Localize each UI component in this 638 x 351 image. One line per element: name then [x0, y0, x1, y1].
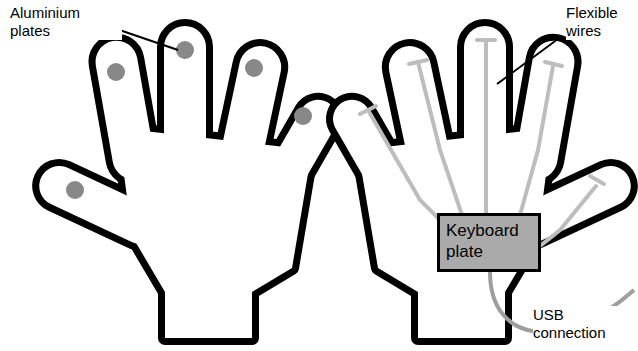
left-hand	[33, 26, 344, 338]
part-label: Aluminium plates	[10, 4, 122, 40]
flexible-wire	[360, 40, 604, 262]
part-label: USB connection	[533, 306, 633, 342]
right-hand	[326, 26, 637, 338]
leader-line	[497, 36, 562, 84]
node-text: Keyboard plate	[446, 220, 532, 262]
part-label: Flexible wires	[566, 4, 634, 40]
aluminium-plate	[66, 41, 312, 199]
keyboard-plate-box: Keyboard plate	[437, 213, 541, 272]
